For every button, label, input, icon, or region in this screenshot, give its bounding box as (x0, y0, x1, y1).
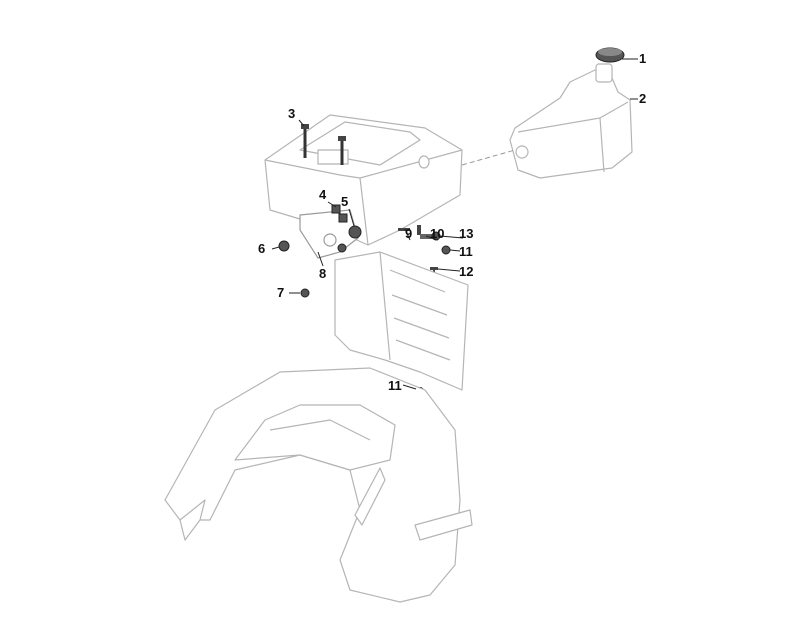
callout-11-lower: 11 (388, 378, 402, 393)
callout-3: 3 (288, 106, 296, 121)
callout-6: 6 (258, 241, 266, 256)
fuel-cap (595, 47, 625, 63)
callout-12: 12 (459, 264, 474, 279)
rear-fender (164, 367, 473, 603)
callout-9: 9 (405, 226, 413, 241)
rear-panel (334, 251, 469, 391)
callout-4: 4 (319, 187, 327, 202)
callout-10: 10 (430, 226, 445, 241)
callout-11-upper: 11 (459, 244, 473, 259)
callout-7: 7 (277, 285, 285, 300)
leader-lines (271, 58, 638, 390)
callout-13: 13 (459, 226, 474, 241)
bolt-3 (301, 124, 346, 165)
callout-2: 2 (639, 91, 647, 106)
callout-5: 5 (341, 194, 349, 209)
fuel-tank (509, 63, 633, 179)
callout-1: 1 (639, 51, 647, 66)
callout-8: 8 (319, 266, 327, 281)
